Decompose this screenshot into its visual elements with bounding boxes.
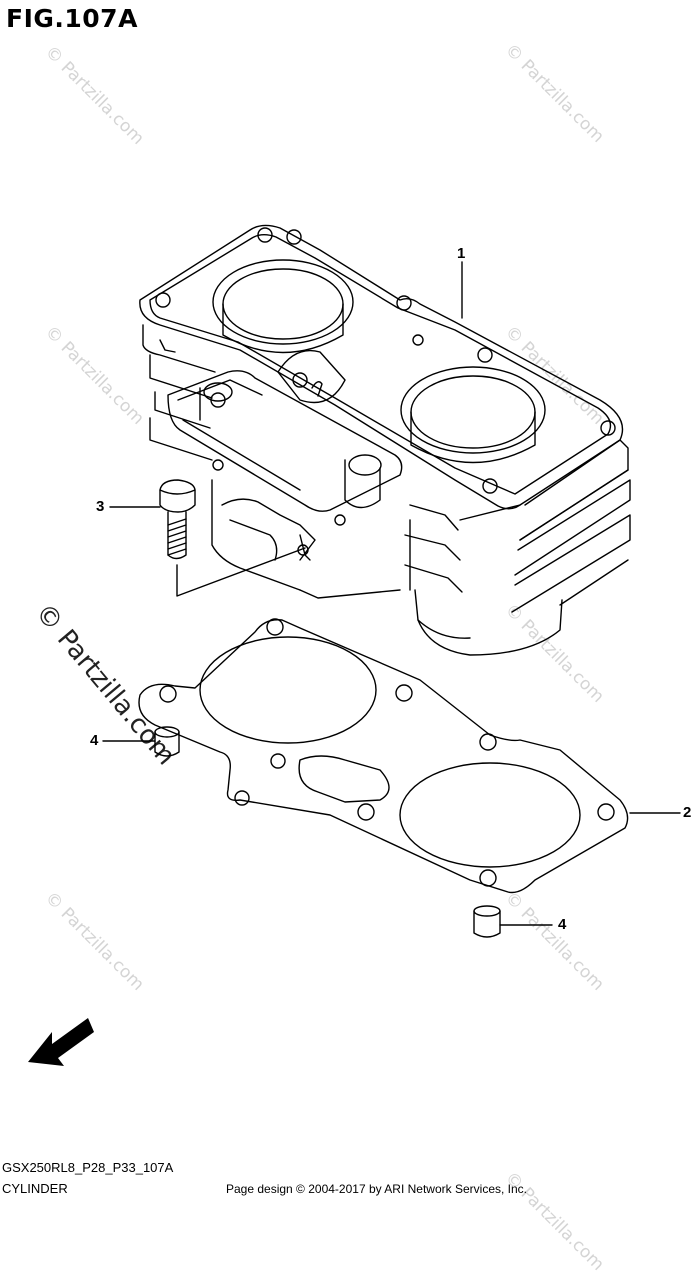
callout-4-left[interactable]: 4 [90,732,99,749]
callout-3[interactable]: 3 [96,498,105,515]
fwd-arrow-icon [28,1018,94,1066]
callout-4-right[interactable]: 4 [558,916,567,933]
cylinder-part [139,224,631,656]
dowel-pin-left [154,726,180,757]
parts-diagram [28,224,681,1066]
figure-title: FIG.107A [6,4,138,33]
bolt-guide-line [176,547,306,597]
dowel-pin-right [473,905,501,938]
model-code: GSX250RL8_P28_P33_107A [2,1160,174,1175]
section-name: CYLINDER [2,1181,68,1196]
callout-2[interactable]: 2 [683,804,692,821]
cylinder-gasket-part [138,618,629,894]
page-design-credit: Page design © 2004-2017 by ARI Network S… [226,1182,528,1196]
cylinder-bolt-part [159,479,196,560]
callout-1[interactable]: 1 [457,245,466,262]
